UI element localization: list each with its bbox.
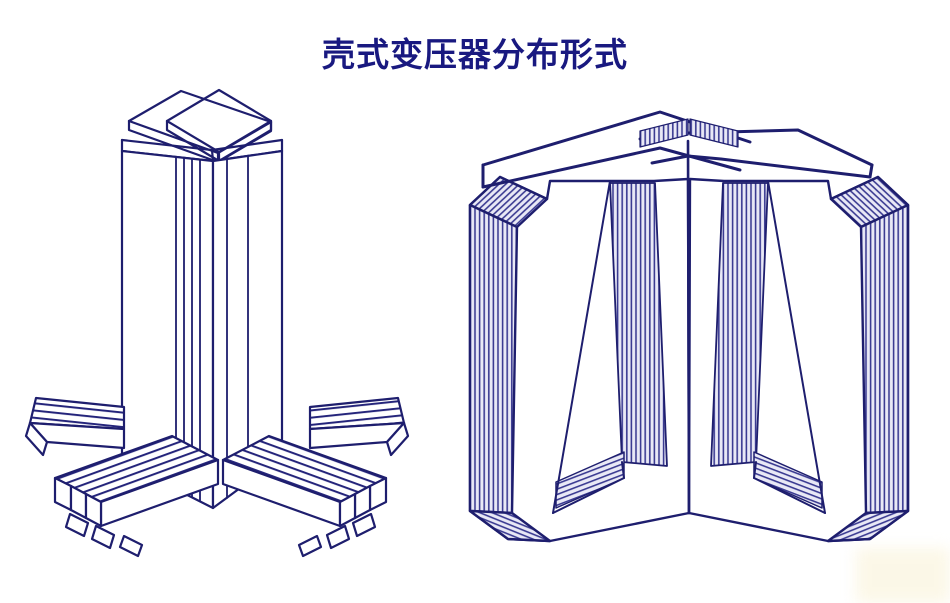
page-title: 壳式变压器分布形式 <box>322 36 628 73</box>
center-joint-edge <box>686 139 691 515</box>
window-inner-lamination-strip <box>609 182 668 467</box>
crossing-top-plate-b <box>165 88 273 163</box>
window-inner-lamination-strip <box>710 182 769 467</box>
top-yoke-left <box>481 110 752 189</box>
center-yoke-laminations-left <box>639 118 689 148</box>
window-edges <box>552 180 625 514</box>
left-core-frame <box>468 175 691 543</box>
right-core-frame <box>687 175 910 543</box>
center-yoke-laminations-right <box>689 118 739 148</box>
window-edges <box>753 180 826 514</box>
outer-lamination-cap-bottom <box>826 509 910 543</box>
outer-lamination-cap-bottom <box>468 509 552 543</box>
arm-back-right <box>308 396 410 457</box>
outer-lamination-strip <box>468 203 519 515</box>
arm-front-right <box>221 434 388 558</box>
paper-smudge <box>856 548 950 603</box>
right-figure-frame-cores <box>468 110 910 543</box>
column-lamination-lines <box>175 155 249 502</box>
arm-front-left <box>53 434 220 558</box>
left-figure-radial-core <box>24 88 410 558</box>
arm-back-left <box>24 396 126 457</box>
outer-lamination-strip <box>859 203 910 515</box>
